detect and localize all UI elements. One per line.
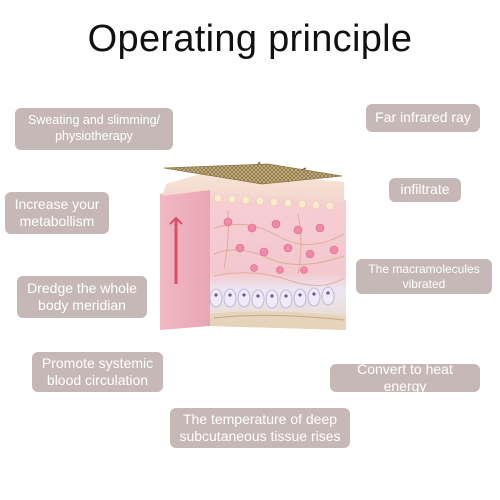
fat-cells xyxy=(209,286,335,309)
dermis-fibers xyxy=(213,209,345,286)
label-dredge-meridian: Dredge the whole body meridian xyxy=(17,276,147,318)
blood-vessel xyxy=(169,216,183,284)
skin-front-face xyxy=(210,188,346,330)
label-subcutaneous-temperature: The temperature of deep subcutaneous tis… xyxy=(170,408,350,448)
skin-side-face xyxy=(160,186,210,330)
far-infrared-mesh-pad xyxy=(163,163,343,185)
label-convert-heat-energy: Convert to heat energy xyxy=(330,361,480,394)
label-sweating-slimming: Sweating and slimming/ physiotherapy xyxy=(15,108,173,150)
fat-cell-nuclei xyxy=(214,291,330,298)
label-increase-metabolism: Increase your metabollism xyxy=(5,192,109,234)
skin-cross-section-illustration xyxy=(160,161,346,330)
page-title: Operating principle xyxy=(87,18,413,60)
label-far-infrared-ray: Far infrared ray xyxy=(366,104,480,132)
label-infiltrate: infiltrate xyxy=(389,178,461,202)
epidermis-cells xyxy=(213,193,335,211)
label-macromolecules-vibrated: The macramolecules vibrated xyxy=(356,259,492,294)
label-promote-circulation: Promote systemic blood circulation xyxy=(32,352,163,392)
macromolecule-dots xyxy=(223,217,339,274)
